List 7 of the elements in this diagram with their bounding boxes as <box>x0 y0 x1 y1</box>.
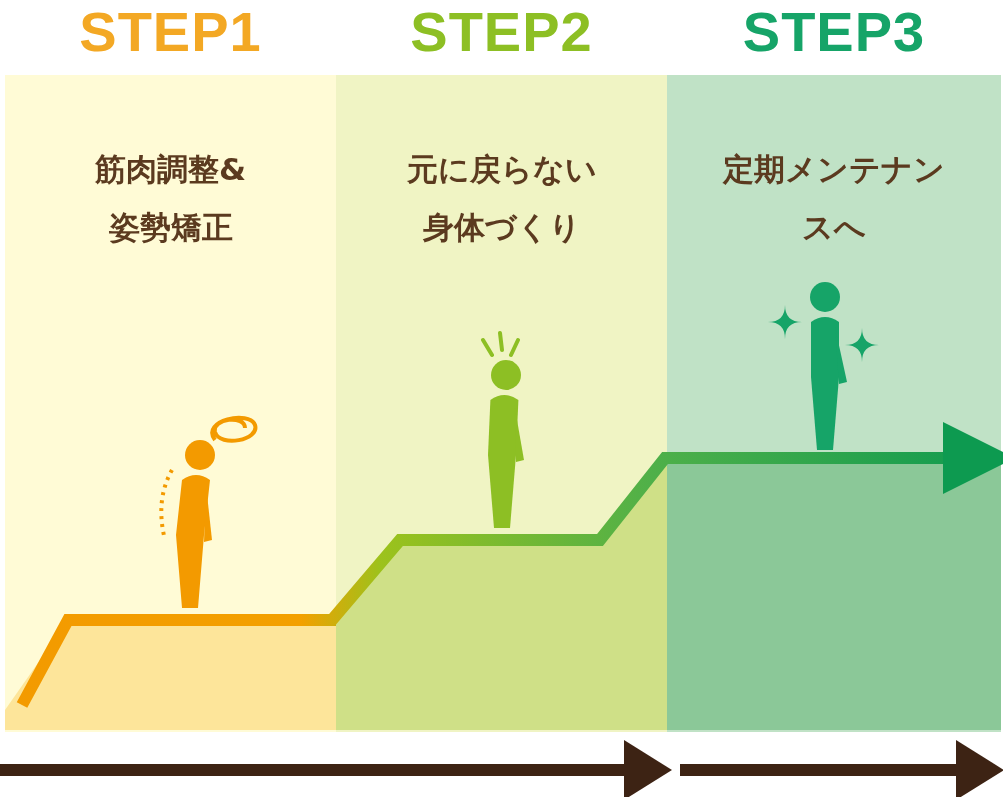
step-heading: STEP2 <box>409 2 594 62</box>
step-description: 筋肉調整&姿勢矯正 <box>93 150 247 247</box>
stair-arrow <box>326 422 1003 626</box>
step-heading: STEP3 <box>741 2 927 62</box>
step-heading: STEP1 <box>78 2 263 62</box>
step-description: 定期メンテナンスへ <box>722 150 946 247</box>
step-description: 元に戻らない身体づくり <box>405 150 598 247</box>
